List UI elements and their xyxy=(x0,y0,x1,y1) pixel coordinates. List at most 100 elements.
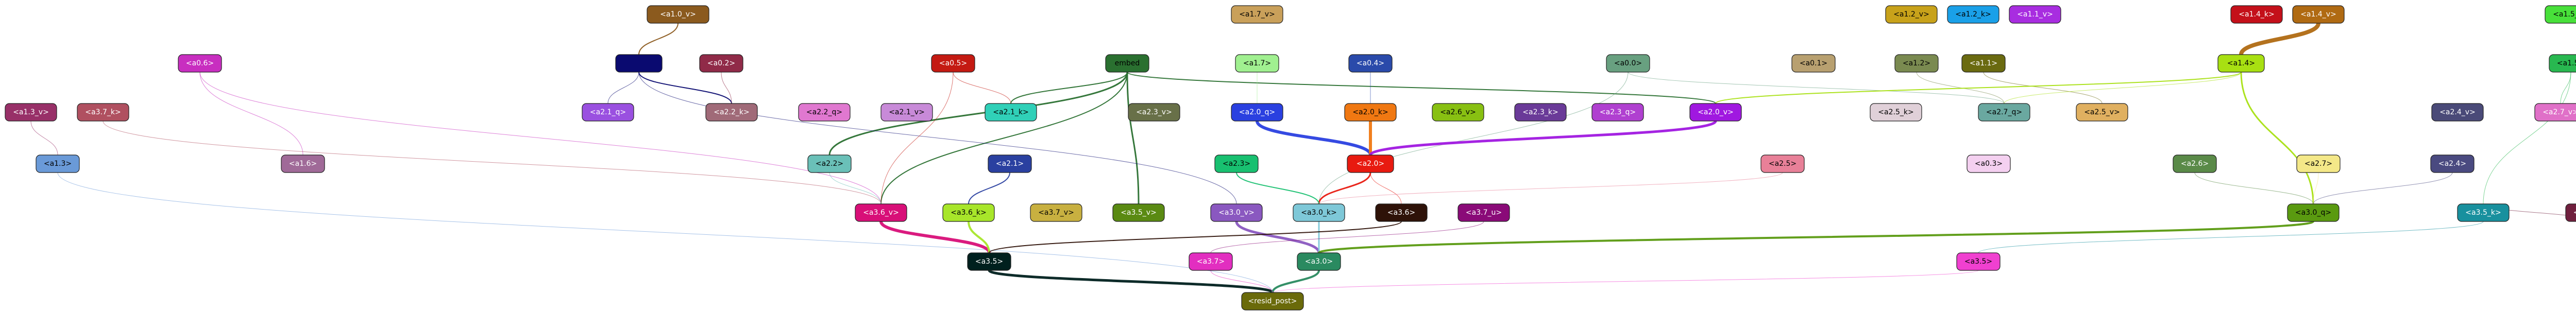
edge-a3_7_u-to-a3_7 xyxy=(1210,221,1484,253)
edge-embed-to-a3_6_v xyxy=(880,72,1128,204)
node-label: <a2.5_k> xyxy=(1878,108,1913,116)
node-a2-7[interactable]: <a2.7> xyxy=(2296,154,2341,173)
node-a1-3-v[interactable]: <a1.3_v> xyxy=(5,103,57,122)
node-a2-5-v[interactable]: <a2.5_v> xyxy=(2076,103,2128,122)
node-a2-0[interactable]: <a2.0> xyxy=(1347,154,1394,173)
node-label: <a1.4_v> xyxy=(2300,10,2336,19)
edge-a3_6-to-a3_5 xyxy=(989,221,1402,253)
node-a2-5-k[interactable]: <a2.5_k> xyxy=(1870,103,1922,122)
node-a3-6-k[interactable]: <a3.6_k> xyxy=(942,203,995,222)
edge-a0_2-to-a2_2_k xyxy=(721,72,732,104)
node-a2-3-q[interactable]: <a2.3_q> xyxy=(1591,103,1644,122)
node-a1-4-k[interactable]: <a1.4_k> xyxy=(2230,5,2283,24)
node-box xyxy=(931,54,975,73)
node-label: <a3.5_q> xyxy=(2573,209,2576,217)
node-label: <a1.0_v> xyxy=(660,10,696,19)
node-a2-2-k[interactable]: <a2.2_k> xyxy=(705,103,758,122)
node-a0-3[interactable]: <a0.3> xyxy=(1967,154,2011,173)
node-label: <a2.1_v> xyxy=(889,108,925,116)
node-a2-1-v[interactable]: <a2.1_v> xyxy=(880,103,933,122)
edge-a3_0_q-to-a3_0 xyxy=(1318,220,2314,254)
node-label: <a3.7_v> xyxy=(1038,209,1074,217)
node-a1-7[interactable]: <a1.7> xyxy=(1235,54,1279,73)
node-a2-0-k[interactable]: <a2.0_k> xyxy=(1344,103,1397,122)
node-resid-post[interactable]: <resid_post> xyxy=(1241,292,1304,311)
node-box xyxy=(880,103,933,122)
node-a3-6[interactable]: <a3.6> xyxy=(1375,203,1428,222)
node-a0-5[interactable]: <a0.5> xyxy=(931,54,975,73)
node-a3-7[interactable]: <a3.7> xyxy=(1189,252,1233,271)
node-a2-6[interactable]: <a2.6> xyxy=(2173,154,2217,173)
edge-a0_0-to-a2_7_q xyxy=(1628,72,2005,104)
node-a3-5-q[interactable]: <a3.5_q> xyxy=(2565,203,2576,222)
node-box xyxy=(1375,203,1428,222)
node-box xyxy=(1128,103,1180,122)
node-box xyxy=(2430,154,2475,173)
node-label: <resid_post> xyxy=(1248,297,1297,305)
node-a1-7-v[interactable]: <a1.7_v> xyxy=(1231,5,1283,24)
node-label: <a1.4> xyxy=(2227,59,2255,67)
node-a2-4[interactable]: <a2.4> xyxy=(2430,154,2475,173)
node-a1-5[interactable]: <a1.5> xyxy=(2549,54,2576,73)
node-label: <a3.5_k> xyxy=(2465,209,2501,217)
node-label: <a0.3> xyxy=(1975,160,2003,168)
node-a1-3[interactable]: <a1.3> xyxy=(36,154,80,173)
node-a1-6[interactable]: <a1.6> xyxy=(281,154,325,173)
node-a2-3-v[interactable]: <a2.3_v> xyxy=(1128,103,1180,122)
node-embed[interactable]: embed xyxy=(1105,54,1149,73)
edge-embed-to-a2_2 xyxy=(828,72,1128,156)
node-a0-0[interactable]: <a0.0> xyxy=(1606,54,1650,73)
node-a0-1[interactable]: <a0.1> xyxy=(1791,54,1836,73)
node-a2-1-q[interactable]: <a2.1_q> xyxy=(582,103,634,122)
node-a3-5-m[interactable]: <a3.5> xyxy=(1956,252,2001,271)
node-a2-2-q[interactable]: <a2.2_q> xyxy=(798,103,851,122)
edge-a3_0_v-to-a3_0 xyxy=(1235,221,1320,253)
node-a2-0-v[interactable]: <a2.0_v> xyxy=(1689,103,1742,122)
node-a2-1-k[interactable]: <a2.1_k> xyxy=(985,103,1037,122)
node-label: <a3.0_v> xyxy=(1218,209,1255,217)
node-a2-7-v[interactable]: <a2.7_v> xyxy=(2534,103,2576,122)
node-a1-2[interactable]: <a1.2> xyxy=(1894,54,1939,73)
node-a3-7-k[interactable]: <a3.7_k> xyxy=(77,103,129,122)
node-box xyxy=(985,103,1037,122)
node-n-top[interactable] xyxy=(615,54,663,73)
node-a3-5-v[interactable]: <a3.5_v> xyxy=(1112,203,1165,222)
node-a2-7-q[interactable]: <a2.7_q> xyxy=(1978,103,2030,122)
node-a2-5[interactable]: <a2.5> xyxy=(1760,154,1805,173)
node-a1-2-k[interactable]: <a1.2_k> xyxy=(1947,5,1999,24)
node-a3-6-v[interactable]: <a3.6_v> xyxy=(855,203,907,222)
node-a3-5-k[interactable]: <a3.5_k> xyxy=(2457,203,2510,222)
node-a0-4[interactable]: <a0.4> xyxy=(1348,54,1393,73)
node-a2-0-q[interactable]: <a2.0_q> xyxy=(1231,103,1283,122)
node-a1-0-v[interactable]: <a1.0_v> xyxy=(647,5,709,24)
node-a3-7-v[interactable]: <a3.7_v> xyxy=(1030,203,1082,222)
node-a1-1[interactable]: <a1.1> xyxy=(1961,54,2006,73)
node-a2-2[interactable]: <a2.2> xyxy=(807,154,852,173)
node-a0-2[interactable]: <a0.2> xyxy=(699,54,743,73)
node-box xyxy=(1760,154,1805,173)
node-a2-6-v[interactable]: <a2.6_v> xyxy=(1432,103,1484,122)
node-a1-1-v[interactable]: <a1.1_v> xyxy=(2009,5,2061,24)
edge-a3_6_k-to-a3_5 xyxy=(968,221,990,253)
node-a3-0[interactable]: <a3.0> xyxy=(1297,252,1341,271)
node-label: <a3.7_u> xyxy=(1466,209,1502,217)
node-a2-3[interactable]: <a2.3> xyxy=(1214,154,1259,173)
node-a1-4-v[interactable]: <a1.4_v> xyxy=(2292,5,2345,24)
node-a1-4[interactable]: <a1.4> xyxy=(2217,54,2265,73)
node-a3-7-u[interactable]: <a3.7_u> xyxy=(1458,203,1510,222)
node-a0-6[interactable]: <a0.6> xyxy=(178,54,222,73)
node-a1-5-v[interactable]: <a1.5_v> xyxy=(2545,5,2576,24)
node-a2-4-v[interactable]: <a2.4_v> xyxy=(2431,103,2484,122)
node-box xyxy=(1978,103,2030,122)
edge-a1_4-to-a3_0_q xyxy=(2240,72,2314,204)
node-a3-0-q[interactable]: <a3.0_q> xyxy=(2287,203,2340,222)
node-a3-0-v[interactable]: <a3.0_v> xyxy=(1210,203,1263,222)
node-a3-5[interactable]: <a3.5> xyxy=(967,252,1011,271)
node-a2-3-k[interactable]: <a2.3_k> xyxy=(1514,103,1567,122)
node-a3-0-k[interactable]: <a3.0_k> xyxy=(1293,203,1345,222)
node-a2-1[interactable]: <a2.1> xyxy=(988,154,1032,173)
node-label: <a0.1> xyxy=(1800,59,1827,67)
node-a1-2-v[interactable]: <a1.2_v> xyxy=(1885,5,1938,24)
edge-n_top-to-a2_1_q xyxy=(607,72,639,104)
